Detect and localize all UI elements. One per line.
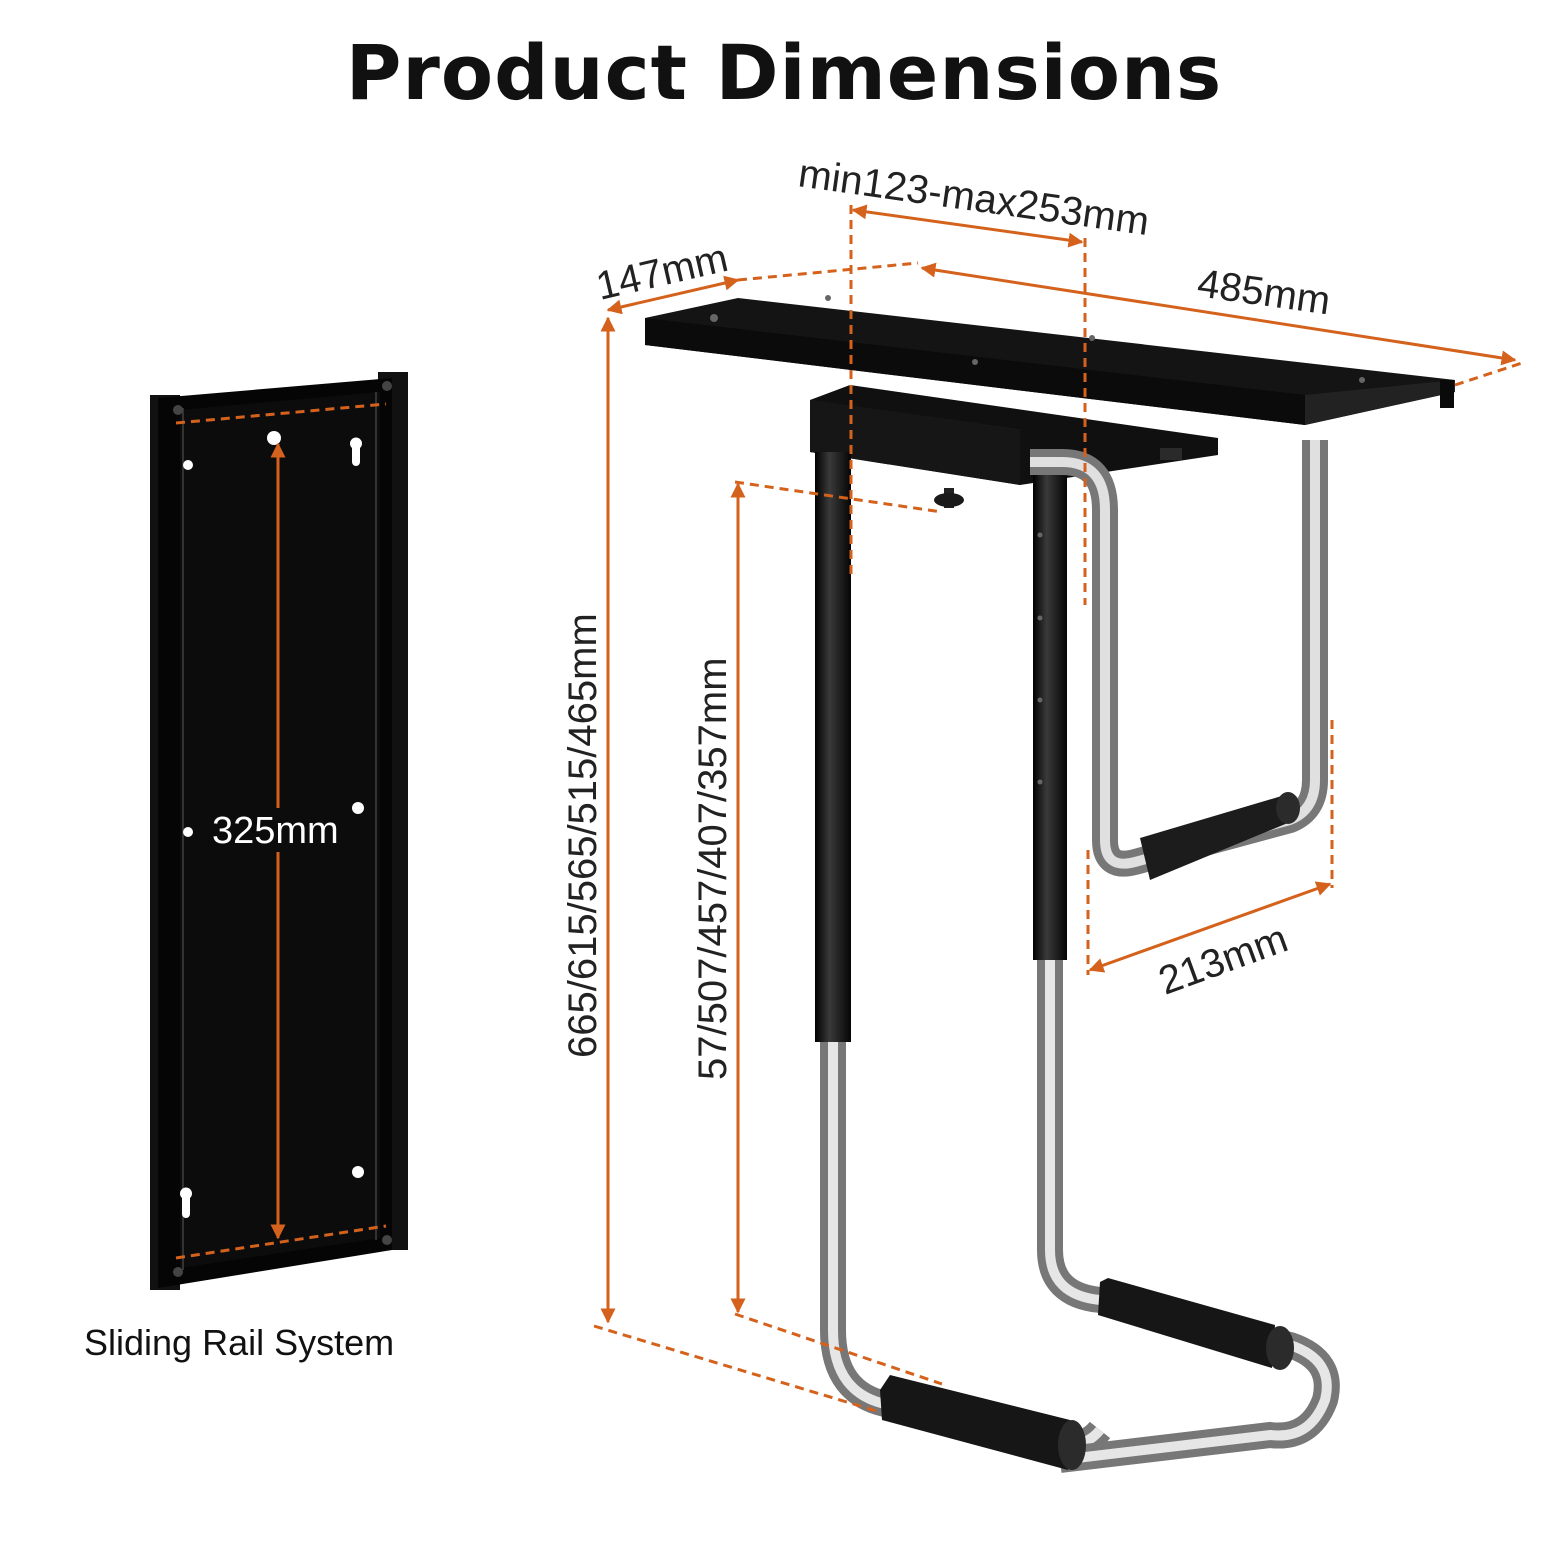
inner-height-label: 57/507/457/407/357mm — [691, 657, 735, 1080]
rail-caption: Sliding Rail System — [84, 1322, 395, 1363]
page-title: Product Dimensions — [345, 28, 1223, 117]
hook-width-label: 213mm — [1153, 916, 1293, 1003]
rail-length-label: 325mm — [212, 810, 339, 852]
total-height-label: 665/615/565/515/465mm — [561, 613, 605, 1058]
width-range-label: min123-max253mm — [796, 151, 1152, 244]
sliding-rail: 325mm — [150, 372, 408, 1290]
cpu-holder — [645, 295, 1455, 1473]
dimension-lines — [593, 204, 1526, 1414]
